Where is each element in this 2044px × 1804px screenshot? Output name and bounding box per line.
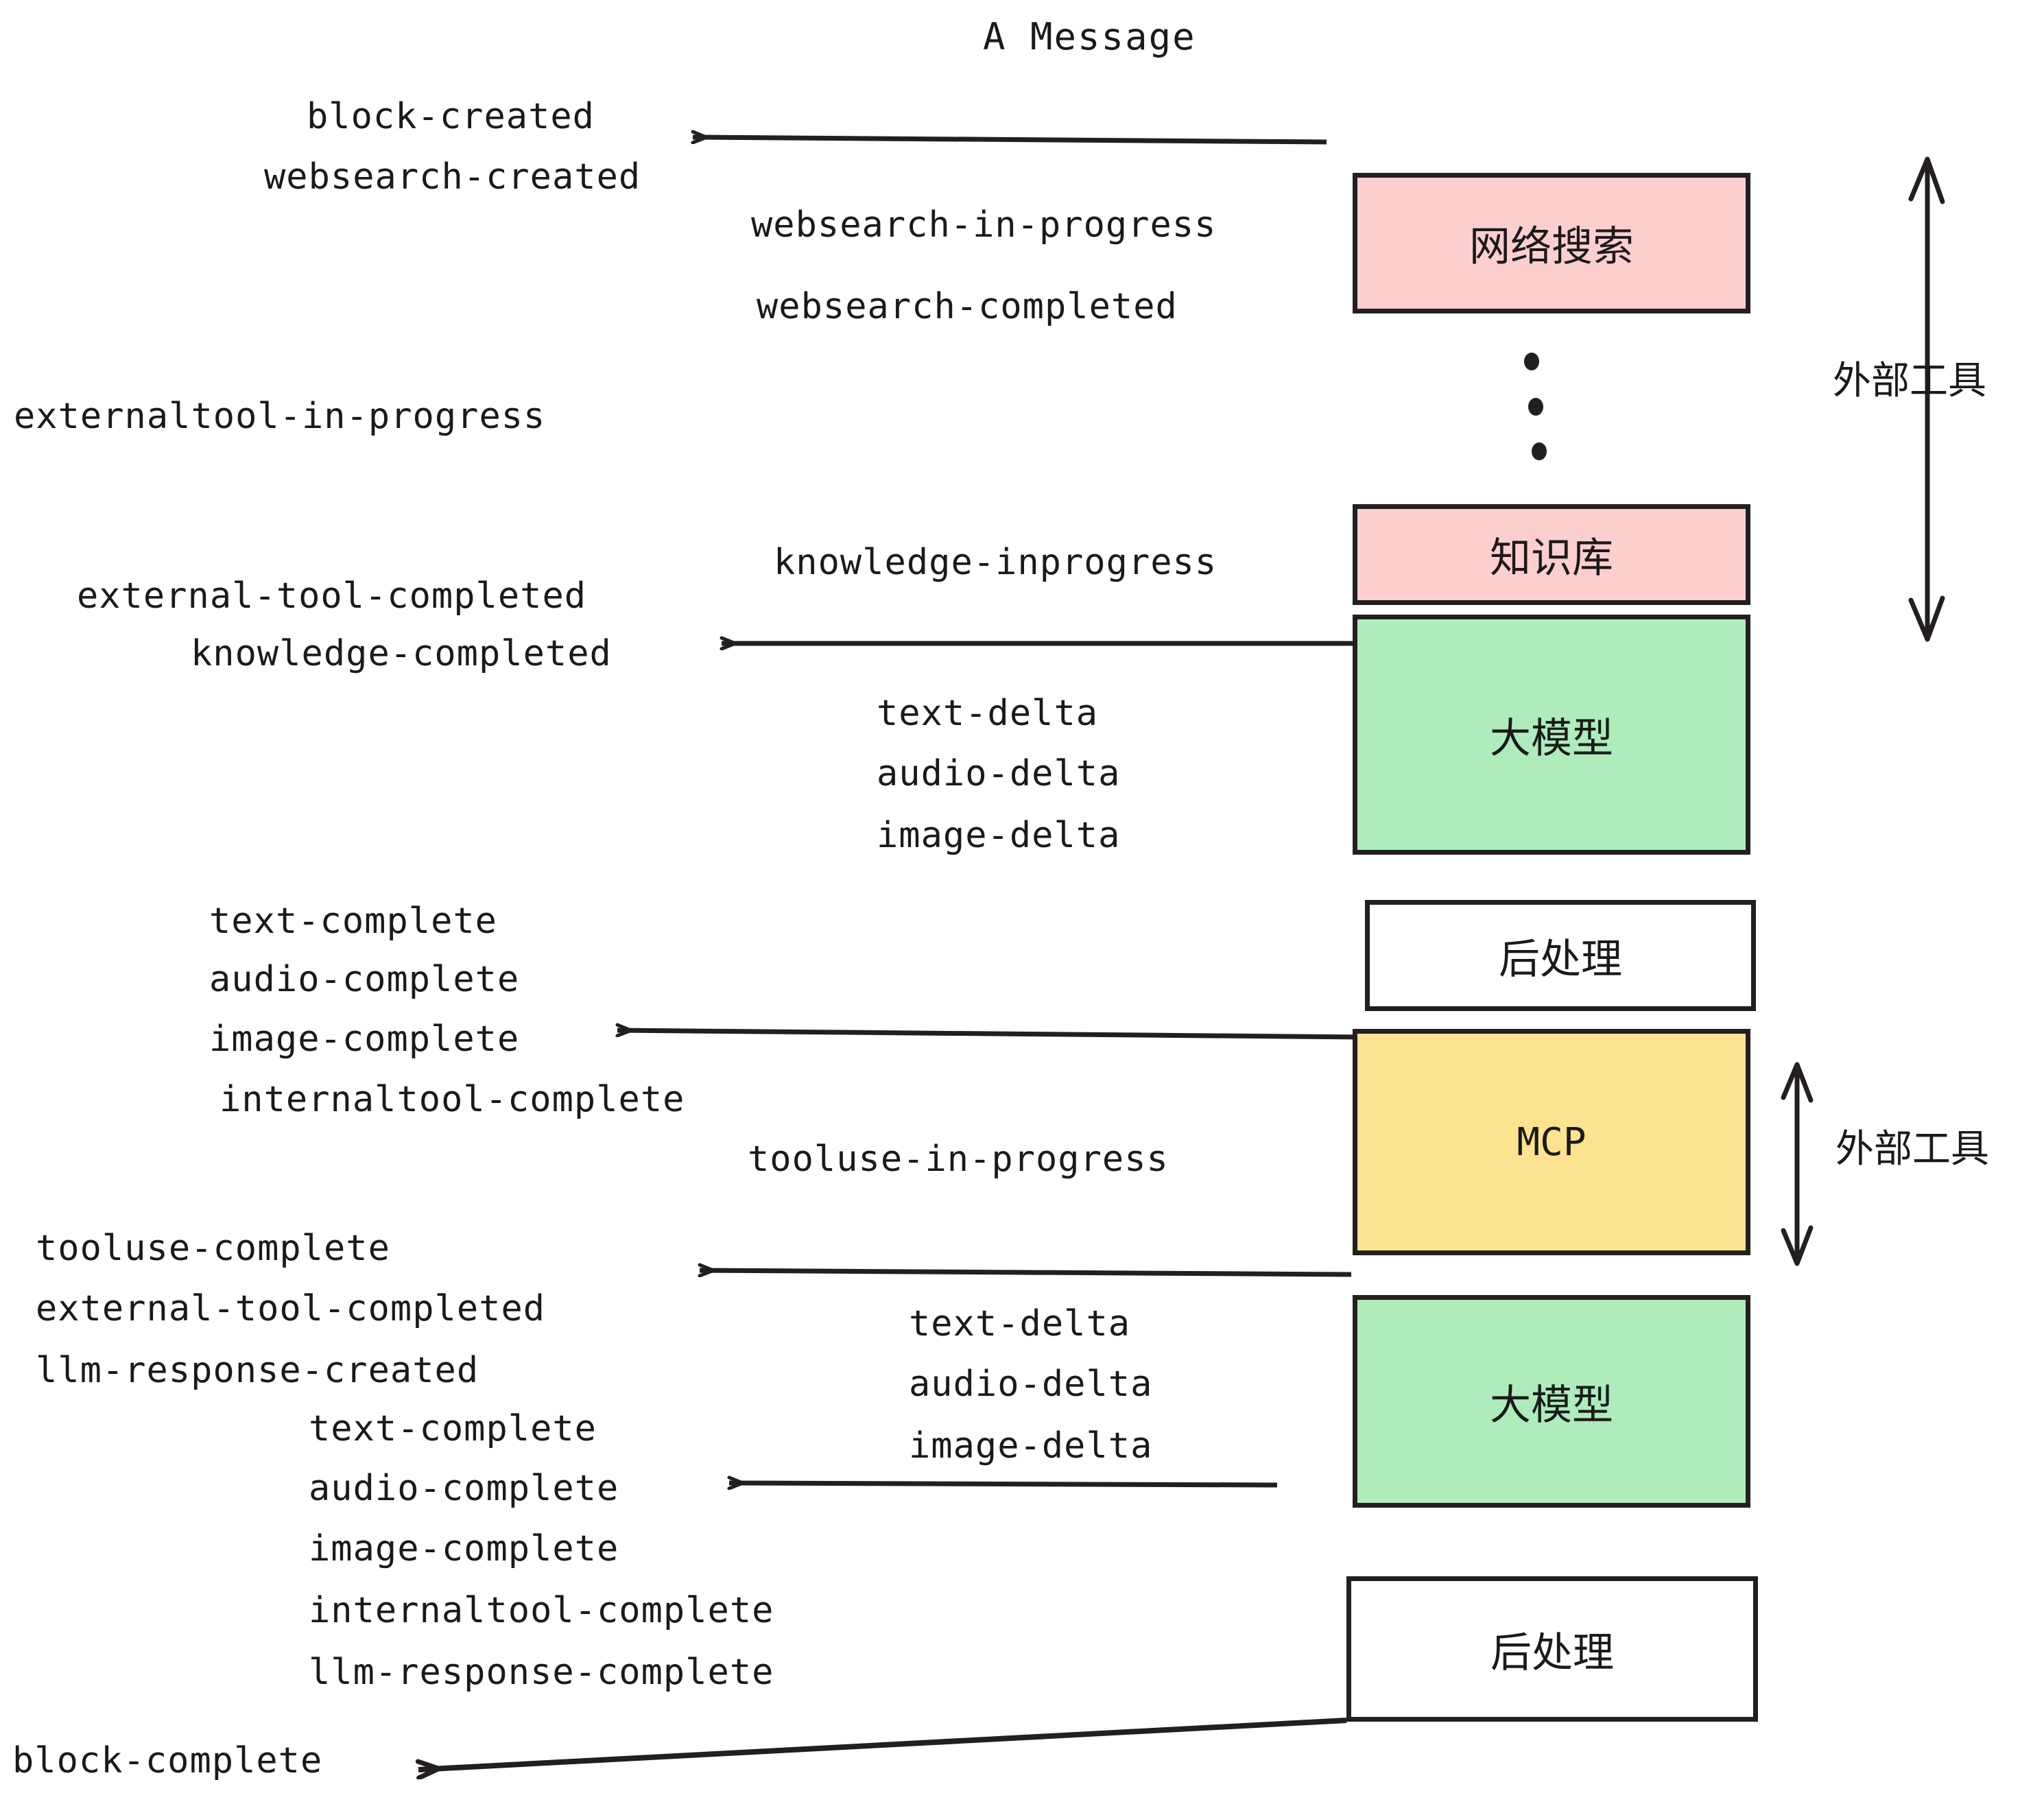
arrow-tooluse-complete bbox=[700, 1270, 1352, 1274]
arrow-block-created bbox=[693, 137, 1327, 145]
event-label-image-delta-1: image-delta bbox=[877, 815, 1121, 856]
event-label-knowledge-inprogress: knowledge-inprogress bbox=[774, 542, 1217, 583]
event-label-block-created: block-created bbox=[307, 96, 595, 137]
event-label-audio-complete-2: audio-complete bbox=[309, 1468, 619, 1509]
arrow-image-complete bbox=[617, 1030, 1366, 1040]
event-label-websearch-created: websearch-created bbox=[264, 156, 641, 198]
node-box-llm-1[interactable]: 大模型 bbox=[1353, 615, 1750, 855]
node-label-llm-1: 大模型 bbox=[1490, 714, 1613, 763]
diagram-title: A Message bbox=[983, 15, 1196, 58]
event-label-image-complete-2: image-complete bbox=[309, 1528, 619, 1569]
external-tool-arrow-top bbox=[1908, 156, 1945, 642]
event-label-image-complete-1: image-complete bbox=[209, 1019, 520, 1060]
node-box-llm-2[interactable]: 大模型 bbox=[1353, 1295, 1750, 1508]
event-label-websearch-completed: websearch-completed bbox=[757, 286, 1178, 327]
event-label-text-delta-2: text-delta bbox=[909, 1303, 1131, 1344]
node-box-post-1[interactable]: 后处理 bbox=[1365, 900, 1756, 1011]
event-label-text-complete-2: text-complete bbox=[309, 1408, 597, 1449]
event-label-text-complete-1: text-complete bbox=[209, 901, 497, 942]
event-label-knowledge-completed: knowledge-completed bbox=[191, 633, 612, 674]
node-label-post-1: 后处理 bbox=[1499, 935, 1622, 984]
ellipsis-dot-1 bbox=[1524, 353, 1539, 370]
node-label-llm-2: 大模型 bbox=[1490, 1381, 1613, 1429]
node-box-knowledge[interactable]: 知识库 bbox=[1353, 504, 1750, 605]
node-box-mcp[interactable]: MCP bbox=[1353, 1029, 1750, 1255]
external-tool-arrow-bottom bbox=[1781, 1062, 1814, 1266]
node-label-post-2: 后处理 bbox=[1490, 1628, 1614, 1677]
ellipsis-dot-2 bbox=[1528, 398, 1543, 416]
node-box-websearch[interactable]: 网络搜索 bbox=[1353, 173, 1750, 313]
node-box-post-2[interactable]: 后处理 bbox=[1346, 1576, 1758, 1722]
event-label-external-tool-completed-2: external-tool-completed bbox=[36, 1288, 546, 1329]
ellipsis-dot-3 bbox=[1532, 442, 1547, 460]
event-label-audio-delta-1: audio-delta bbox=[877, 753, 1121, 794]
side-label-external-tool-top: 外部工具 bbox=[1833, 359, 1986, 403]
event-label-tooluse-complete: tooluse-complete bbox=[36, 1228, 390, 1269]
event-label-block-complete: block-complete bbox=[12, 1740, 323, 1781]
event-label-external-tool-completed-1: external-tool-completed bbox=[77, 575, 587, 617]
arrow-audio-complete bbox=[729, 1483, 1278, 1485]
event-label-text-delta-1: text-delta bbox=[877, 693, 1099, 734]
event-label-websearch-in-progress: websearch-in-progress bbox=[751, 204, 1217, 246]
arrow-block-complete bbox=[418, 1718, 1347, 1770]
node-label-mcp: MCP bbox=[1517, 1119, 1587, 1165]
node-label-websearch: 网络搜索 bbox=[1469, 223, 1634, 271]
event-label-image-delta-2: image-delta bbox=[909, 1425, 1153, 1467]
event-label-audio-complete-1: audio-complete bbox=[209, 959, 520, 1000]
event-label-externaltool-in-progress: externaltool-in-progress bbox=[14, 396, 546, 437]
event-label-audio-delta-2: audio-delta bbox=[909, 1364, 1153, 1405]
event-label-tooluse-in-progress: tooluse-in-progress bbox=[748, 1139, 1169, 1180]
event-label-llm-response-complete: llm-response-complete bbox=[309, 1652, 774, 1693]
side-label-external-tool-bottom: 外部工具 bbox=[1835, 1127, 1989, 1172]
event-label-internaltool-complete-1: internaltool-complete bbox=[219, 1079, 685, 1120]
node-label-knowledge: 知识库 bbox=[1490, 534, 1613, 582]
event-label-internaltool-complete-2: internaltool-complete bbox=[309, 1590, 774, 1631]
event-label-llm-response-created: llm-response-created bbox=[36, 1350, 479, 1391]
